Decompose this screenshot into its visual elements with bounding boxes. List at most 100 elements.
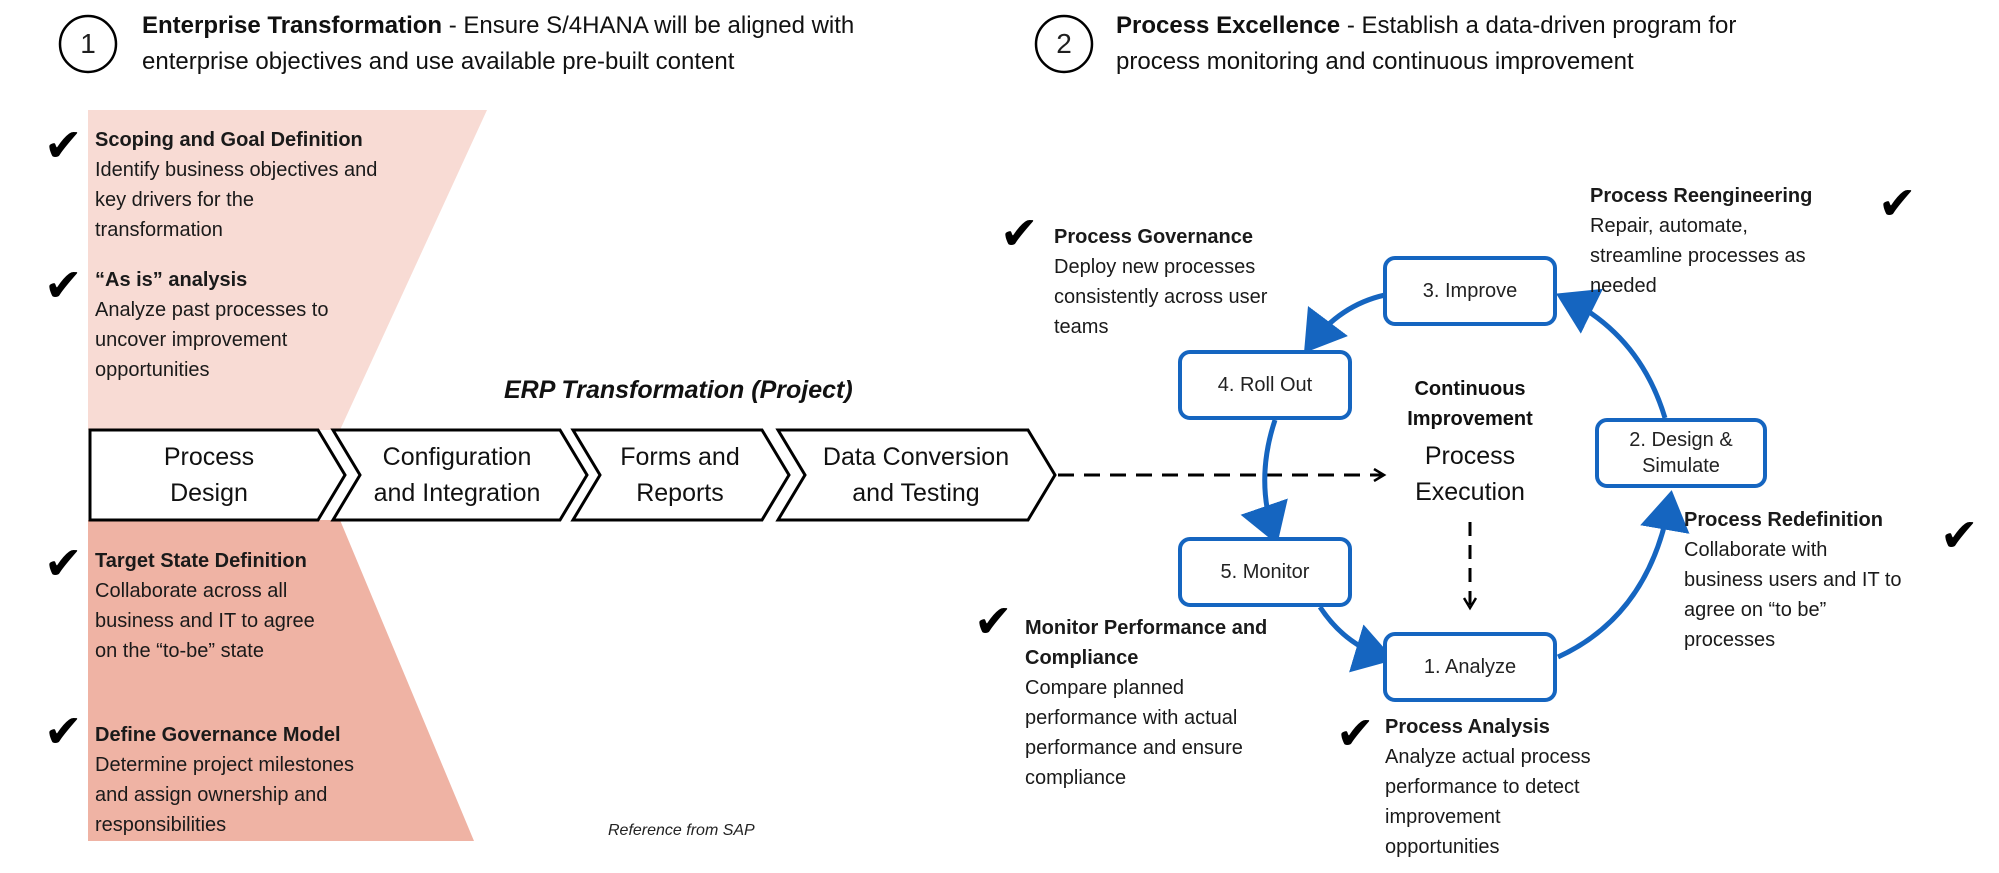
chevron-label-line: Process <box>163 443 255 471</box>
process-execution-label: Process Execution <box>1375 438 1565 510</box>
box-rollout <box>1178 350 1352 420</box>
chevron-label-line: and Integration <box>373 479 541 507</box>
left-item-title: Scoping and Goal Definition <box>95 129 363 151</box>
check-icon: ✔ <box>44 536 83 590</box>
center-line: Continuous <box>1414 378 1526 400</box>
left-item-target-state: Target State Definition Collaborate acro… <box>95 546 455 666</box>
right-item-desc-line: Analyze actual process <box>1385 746 1591 768</box>
reference-note: Reference from SAP <box>608 822 755 839</box>
left-item-title: Target State Definition <box>95 550 307 572</box>
left-item-desc-line: on the “to-be” state <box>95 640 264 662</box>
chevron-process-design: Process Design <box>100 439 318 511</box>
section2-title-rest: - Establish a data-driven program for <box>1340 12 1737 39</box>
right-item-desc-line: Collaborate with <box>1684 539 1828 561</box>
right-item-desc-line: performance and ensure <box>1025 737 1243 759</box>
lower-pink-band <box>88 520 474 841</box>
left-item-desc-line: transformation <box>95 219 223 241</box>
left-item-as-is: “As is” analysis Analyze past processes … <box>95 265 455 385</box>
right-item-reengineering: Process Reengineering Repair, automate, … <box>1590 181 1880 301</box>
chevron-data-conversion: Data Conversion and Testing <box>800 439 1032 511</box>
arrow-monitor-to-analyze <box>1317 605 1395 673</box>
chevron-process-design-shape <box>88 428 347 522</box>
right-item-desc-line: Repair, automate, <box>1590 215 1748 237</box>
box-monitor <box>1178 537 1352 607</box>
section2-header: Process Excellence - Establish a data-dr… <box>1116 8 1956 80</box>
left-item-desc-line: opportunities <box>95 359 210 381</box>
section1-number: 1 <box>80 28 96 59</box>
right-item-desc-line: streamline processes as <box>1590 245 1806 267</box>
left-item-desc-line: Identify business objectives and <box>95 159 378 181</box>
right-item-desc-line: processes <box>1684 629 1776 651</box>
check-icon: ✔ <box>44 704 83 758</box>
section2-header-line2: process monitoring and continuous improv… <box>1116 48 1634 75</box>
right-item-governance: Process Governance Deploy new processes … <box>1054 222 1344 342</box>
right-item-desc-line: needed <box>1590 275 1657 297</box>
right-item-desc-line: Deploy new processes <box>1054 256 1256 278</box>
left-item-desc-line: Collaborate across all <box>95 580 288 602</box>
left-item-desc-line: uncover improvement <box>95 329 288 351</box>
box-improve <box>1383 256 1557 326</box>
left-item-desc-line: key drivers for the <box>95 189 254 211</box>
section1-title-rest: - Ensure S/4HANA will be aligned with <box>442 12 855 39</box>
arrow-improve-to-rollout <box>1303 292 1386 353</box>
chevron-label-line: Design <box>170 479 248 507</box>
upper-pink-band <box>88 110 487 430</box>
center-line: Execution <box>1415 478 1525 506</box>
chevron-forms-reports: Forms and Reports <box>592 439 768 511</box>
check-icon: ✔ <box>1000 206 1039 260</box>
right-item-title: Process Analysis <box>1385 716 1550 738</box>
center-line: Process <box>1424 442 1516 470</box>
center-line: Improvement <box>1407 408 1533 430</box>
check-icon: ✔ <box>44 118 83 172</box>
right-item-desc-line: Compare planned <box>1025 677 1184 699</box>
chevron-configuration-shape <box>330 428 589 522</box>
left-item-title: Define Governance Model <box>95 724 341 746</box>
chevron-data-conversion-shape <box>775 428 1057 522</box>
box-analyze-label: 1. Analyze <box>1423 656 1517 678</box>
right-item-title: Process Reengineering <box>1590 185 1813 207</box>
box-design-line: Simulate <box>1642 455 1720 477</box>
section2-header-line1: Process Excellence - Establish a data-dr… <box>1116 8 1956 44</box>
left-item-governance: Define Governance Model Determine projec… <box>95 720 455 840</box>
right-item-desc-line: compliance <box>1025 767 1127 789</box>
chevron-label-line: Forms and <box>620 443 740 471</box>
box-analyze <box>1383 632 1557 702</box>
right-item-title: Process Governance <box>1054 226 1253 248</box>
arrow-analyze-to-design <box>1556 490 1690 660</box>
left-item-desc-line: and assign ownership and <box>95 784 328 806</box>
section1-header-line1: Enterprise Transformation - Ensure S/4HA… <box>142 8 962 44</box>
section2-title: Process Excellence <box>1116 12 1341 39</box>
right-item-monitor-performance: Monitor Performance and Compliance Compa… <box>1025 613 1345 793</box>
section1-header: Enterprise Transformation - Ensure S/4HA… <box>142 8 962 80</box>
right-item-desc-line: performance to detect <box>1385 776 1580 798</box>
arrow-rollout-to-monitor <box>1240 419 1288 545</box>
right-item-desc-line: consistently across user <box>1054 286 1268 308</box>
chevron-configuration: Configuration and Integration <box>352 439 562 511</box>
right-item-desc-line: improvement <box>1385 806 1501 828</box>
right-item-title: Monitor Performance and <box>1025 617 1268 639</box>
chevron-label-line: and Testing <box>852 479 980 507</box>
right-item-analysis: Process Analysis Analyze actual process … <box>1385 712 1675 862</box>
section1-header-line2: enterprise objectives and use available … <box>142 48 735 75</box>
box-design-label: 2. Design & Simulate <box>1597 420 1765 486</box>
check-icon: ✔ <box>974 594 1013 648</box>
check-icon: ✔ <box>1878 176 1917 230</box>
right-item-title: Compliance <box>1025 647 1139 669</box>
check-icon: ✔ <box>44 258 83 312</box>
box-rollout-label: 4. Roll Out <box>1217 374 1313 396</box>
section2-number: 2 <box>1056 28 1072 59</box>
box-improve-label: 3. Improve <box>1422 280 1518 302</box>
chevron-forms-shape <box>570 428 791 522</box>
box-monitor-label: 5. Monitor <box>1220 561 1310 583</box>
right-item-desc-line: teams <box>1054 316 1109 338</box>
arrow-design-to-improve <box>1556 288 1668 419</box>
left-item-desc-line: responsibilities <box>95 814 227 836</box>
right-item-desc-line: opportunities <box>1385 836 1500 858</box>
left-item-desc-line: Determine project milestones <box>95 754 354 776</box>
right-item-desc-line: performance with actual <box>1025 707 1238 729</box>
continuous-improvement-label: Continuous Improvement <box>1375 374 1565 434</box>
chevron-label-line: Data Conversion <box>822 443 1010 471</box>
right-item-title: Process Redefinition <box>1684 509 1883 531</box>
left-item-scoping: Scoping and Goal Definition Identify bus… <box>95 125 455 245</box>
